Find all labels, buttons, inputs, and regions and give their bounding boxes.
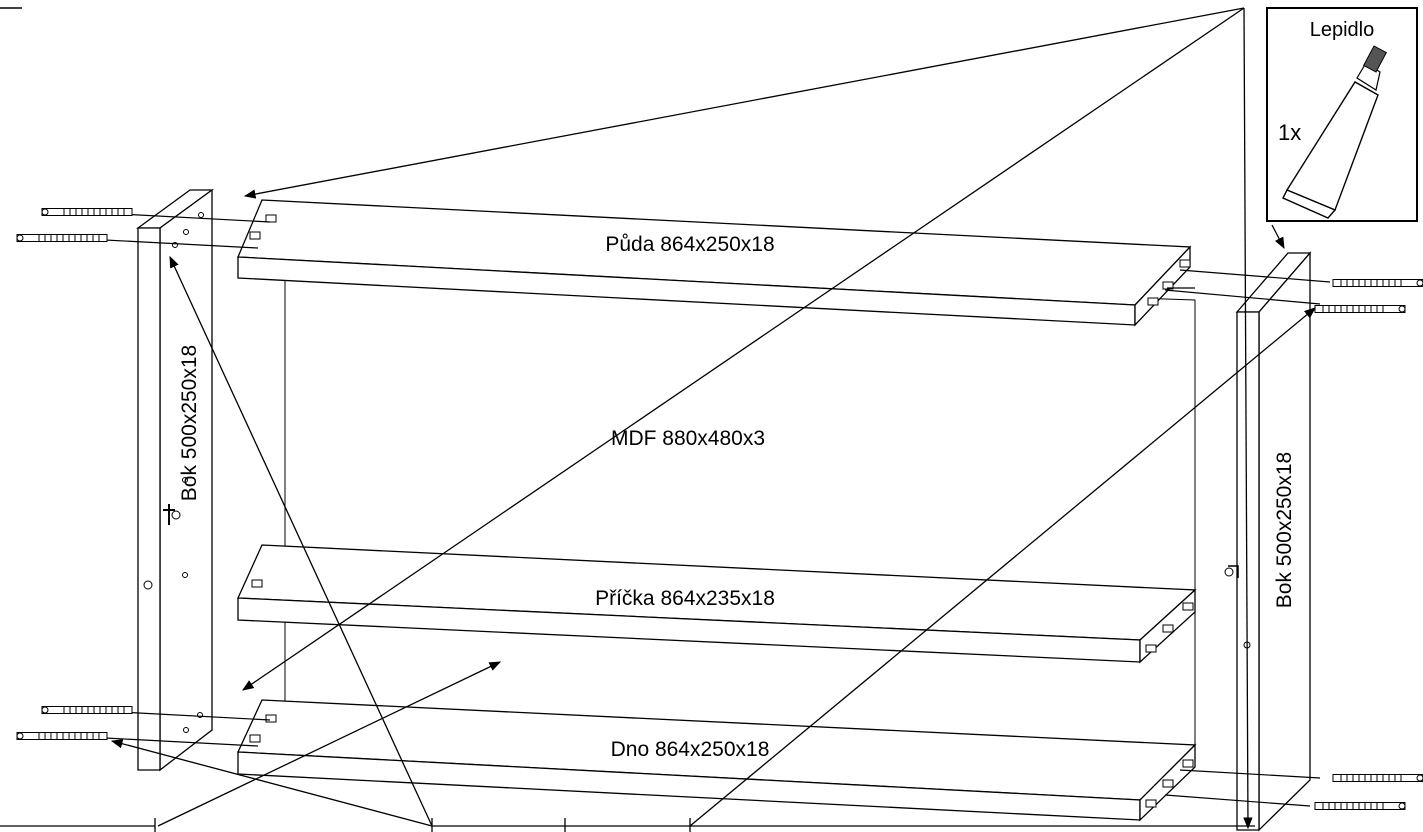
callout-arrows <box>0 7 1316 832</box>
label-bok-right: Bok 500x250x18 <box>1273 452 1296 608</box>
label-pricka: Příčka 864x235x18 <box>595 587 775 610</box>
label-mdf: MDF 880x480x3 <box>611 427 765 450</box>
label-puda: Půda 864x250x18 <box>605 233 774 256</box>
dowels <box>249 214 1194 808</box>
glue-inset-box: Lepidlo 1x <box>1266 7 1418 222</box>
screw-guide-lines <box>104 213 1331 807</box>
label-dno: Dno 864x250x18 <box>611 738 770 761</box>
glue-quantity: 1x <box>1278 120 1301 145</box>
left-side-panel-bok <box>136 188 214 772</box>
glue-title: Lepidlo <box>1310 19 1375 41</box>
glue-tube-icon <box>1282 45 1388 219</box>
right-side-panel-bok <box>1224 251 1312 832</box>
bottom-board-dno <box>237 699 1197 822</box>
label-bok-left: Bok 500x250x18 <box>178 345 201 501</box>
mdf-back-panel <box>284 269 1196 751</box>
